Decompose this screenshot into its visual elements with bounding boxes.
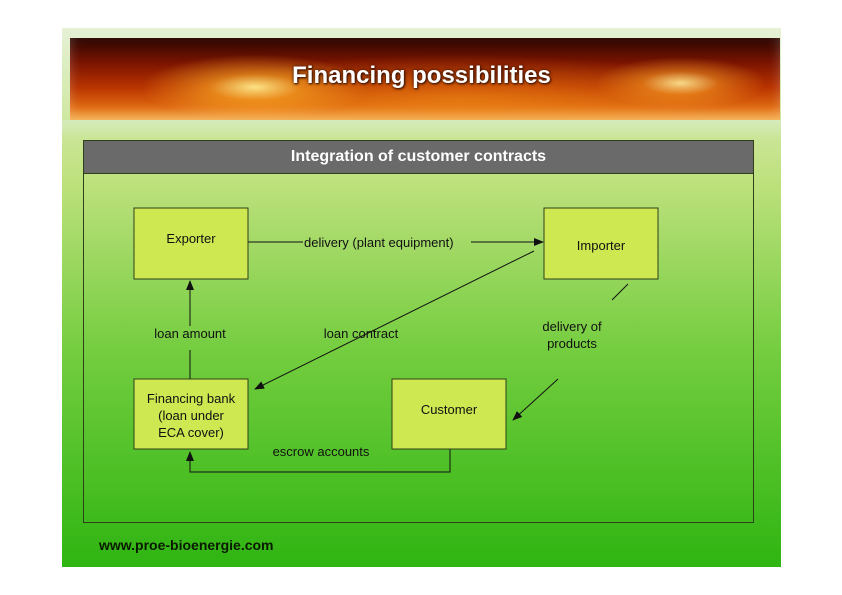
edge-loan-contract [254, 250, 535, 390]
slide-title: Financing possibilities [292, 62, 551, 89]
slide: Financing possibilities Integration of c… [62, 28, 781, 567]
node-importer: Importer [543, 207, 659, 280]
node-customer: Customer [391, 378, 507, 450]
node-box-financing-bank [133, 378, 249, 450]
edge-delivery-products [512, 283, 629, 421]
edge-line-delivery-products [512, 378, 559, 421]
edge-escrow-accounts [186, 449, 451, 473]
edge-labels-layer: delivery (plant equipment) loan amount loa… [154, 235, 602, 459]
node-box-importer [543, 207, 659, 280]
node-label-exporter: Exporter [166, 231, 216, 246]
edge-line-loan-contract [254, 250, 535, 390]
node-box-exporter [133, 207, 249, 280]
node-exporter: Exporter [133, 207, 249, 280]
edge-label-loan-contract: loan contract [324, 326, 399, 341]
node-box-customer [391, 378, 507, 450]
footer-url[interactable]: www.proe-bioenergie.com [99, 537, 274, 553]
title-banner [70, 38, 780, 120]
edge-label-delivery-plant: delivery (plant equipment) [304, 235, 454, 250]
edge-label-loan-amount: loan amount [154, 326, 226, 341]
node-label-importer: Importer [577, 238, 626, 253]
node-label-customer: Customer [421, 402, 478, 417]
edge-label-escrow-accounts: escrow accounts [273, 444, 370, 459]
edges-layer [186, 242, 629, 473]
edge-line-escrow-accounts [186, 449, 451, 473]
edge-tick-delivery-products [611, 283, 629, 301]
panel-header: Integration of customer contracts [84, 141, 753, 174]
diagram-panel: Integration of customer contracts [83, 140, 754, 523]
banner-fade [62, 120, 781, 138]
